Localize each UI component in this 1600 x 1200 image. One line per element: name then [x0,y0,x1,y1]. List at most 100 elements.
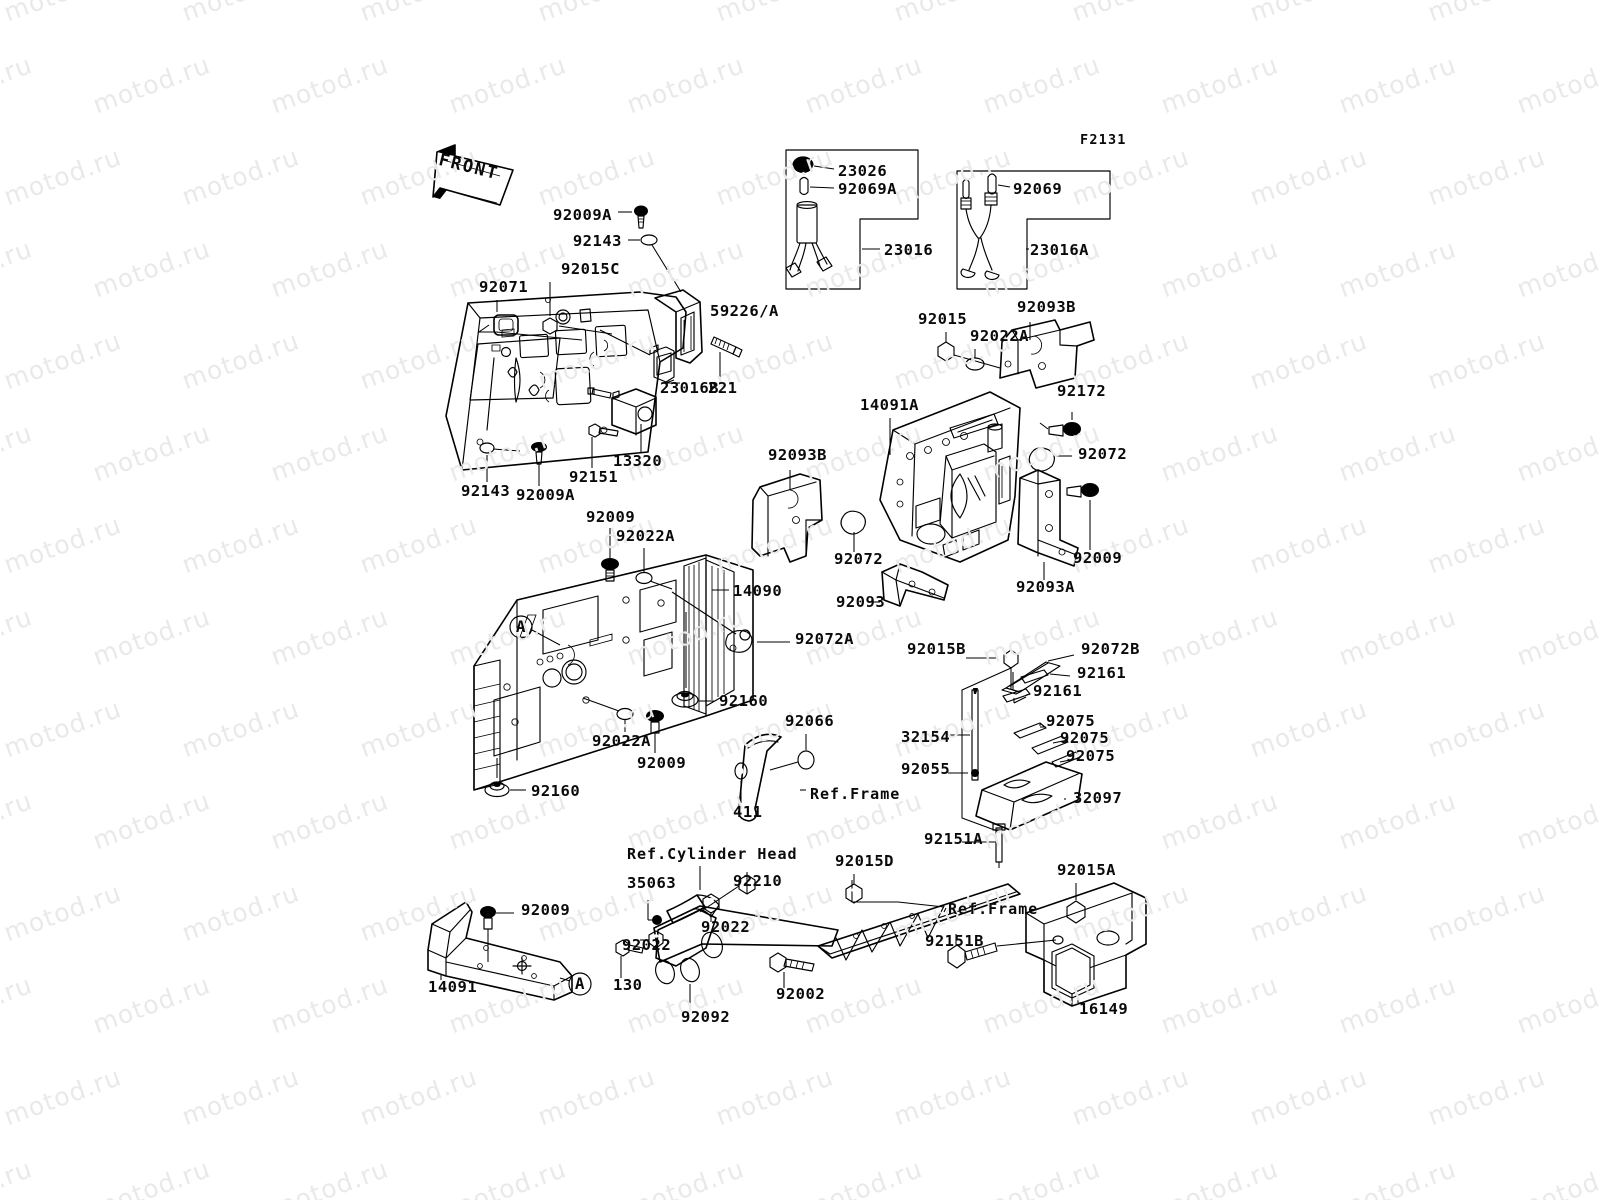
part-92072A-clip [671,591,790,653]
ref-cylinder-head-linkage [615,866,839,1010]
part-92022A-washer-bottom [582,697,634,732]
callout-part-number: 92015C [561,260,620,278]
part-92015-nut [937,332,1001,369]
callout-part-number: 92072 [834,550,884,568]
callout-part-number: 92210 [733,872,783,890]
callout-part-number: 23016B [660,379,719,397]
part-92071-grommet [477,300,583,341]
reference-letter: A [574,974,586,993]
callout-part-number: 92072B [1081,640,1140,658]
part-13320-meter [587,387,657,453]
part-92093-bracket-bottom [868,563,949,607]
part-92075-pad-2 [1031,735,1069,755]
callout-part-number: 92160 [531,782,581,800]
part-92072-clip-left [840,510,866,552]
callout-part-number: 92143 [572,232,622,250]
callout-part-number: 92022A [970,327,1029,345]
callout-part-number: 92172 [1057,382,1107,400]
part-92009-screw-top14090 [601,528,619,582]
part-92015A-nut [1066,883,1086,924]
callout-part-number: 32097 [1073,789,1123,807]
callout-reference: Ref.Cylinder Head [627,845,798,863]
inset-box-right [956,170,1111,290]
reference-marker-a-bottom [559,972,592,996]
callout-part-number: 92151A [924,830,983,848]
part-16149-hitch [1025,882,1147,1007]
callout-part-number: 92093A [1016,578,1075,596]
part-92075-pad-1 [1013,722,1047,739]
callout-part-number: 92055 [901,760,951,778]
callout-part-number: 92160 [719,692,769,710]
callout-part-number: 92022 [622,936,672,954]
callout-part-number: 92022 [701,918,751,936]
reference-letter: A [515,617,527,636]
part-92009-screw-bracket [480,906,514,962]
callout-part-number: 92072 [1078,445,1128,463]
callout-part-number: 23026 [838,162,888,180]
reference-marker-a-left [509,615,561,646]
part-92151A-bolt [962,823,1006,868]
callout-reference: Ref.Frame [810,785,901,803]
callout-part-number: 92069 [1013,180,1063,198]
part-92172-screw [1039,412,1081,437]
part-92151-bolt [588,423,619,468]
callout-part-number: 92075 [1066,747,1116,765]
part-92160-grommet-left [484,758,526,798]
callout-part-number: 92161 [1033,682,1083,700]
callout-part-number: 14091 [428,978,478,996]
part-92143-washer-lower [479,442,521,482]
callout-part-number: 92093 [836,593,886,611]
callout-part-number: 92009A [516,486,575,504]
part-92093B-bracket-right [999,319,1095,389]
callout-part-number: 92092 [681,1008,731,1026]
part-92066-plug [769,734,815,771]
callout-part-number: 92151 [569,468,619,486]
callout-part-number: 92143 [461,482,511,500]
part-92151B-bolt [947,934,1057,969]
callout-part-number: 92009 [637,754,687,772]
part-92009A-screw-lower [531,442,547,486]
part-14091-bracket [427,901,573,1001]
part-92009-screw-bottom [646,710,664,753]
callout-part-number: 16149 [1079,1000,1129,1018]
part-92009A-screw-upper [618,205,648,229]
callout-part-number: 411 [733,803,763,821]
part-32154-rod [948,688,979,781]
callout-part-number: 92015D [835,852,894,870]
callout-part-number: 14091A [860,396,919,414]
part-92160-grommet-right [671,612,714,708]
front-arrow-label: FRONT [436,150,501,185]
callout-part-number: 23016 [884,241,934,259]
callout-part-number: 92075 [1060,729,1110,747]
part-411-bearing [734,762,748,803]
callout-part-number: 92002 [776,985,826,1003]
part-92093A-bracket [1017,469,1079,580]
part-32097-tray [975,761,1083,831]
callout-diagram-code: F2131 [1080,132,1127,148]
part-92009-screw-right [1066,483,1099,550]
part-23016B-coil [599,329,680,384]
part-92022A-washer-top [635,548,673,590]
callout-part-number: 92015 [918,310,968,328]
part-92015B-nut [966,649,1019,690]
callout-part-number: 92009 [586,508,636,526]
callout-part-number: 92093B [1017,298,1076,316]
callout-part-number: 92022A [616,527,675,545]
callout-part-number: 92151B [925,932,984,950]
callout-part-number: 92072A [795,630,854,648]
callout-part-number: 13320 [613,452,663,470]
callout-part-number: 92009A [553,206,612,224]
callout-part-number: 92022A [592,732,651,750]
part-221-screw [710,336,743,378]
ref-frame-middle [737,733,806,822]
callout-part-number: 23016A [1030,241,1089,259]
part-92143-washer-upper [628,234,682,293]
callout-part-number: 92015B [907,640,966,658]
ref-frame-bottom-rail [817,883,1021,961]
callout-part-number: 92071 [479,278,529,296]
callout-part-number: 92069A [838,180,897,198]
callout-part-number: 14090 [733,582,783,600]
callout-part-number: 221 [708,379,738,397]
